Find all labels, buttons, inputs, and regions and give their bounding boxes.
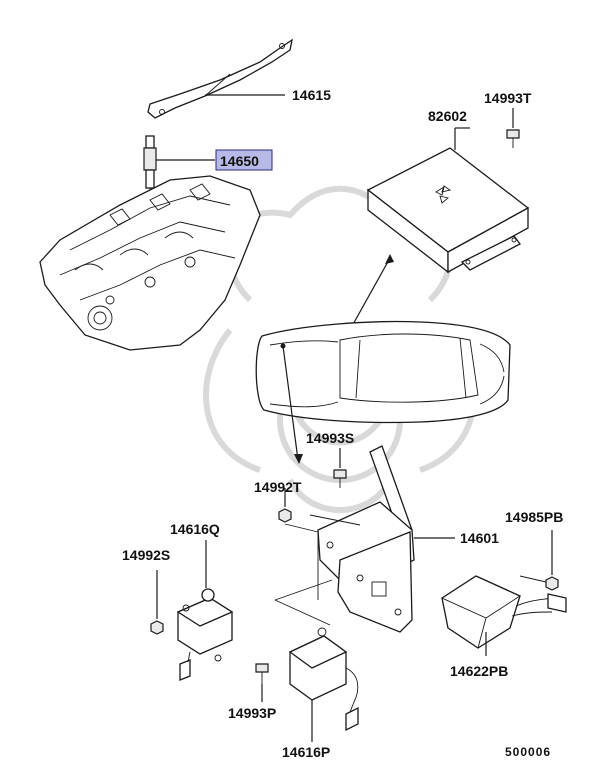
- label-14650[interactable]: 14650: [220, 153, 259, 169]
- label-82602[interactable]: 82602: [428, 108, 467, 124]
- ecu-screw: [506, 108, 520, 148]
- cylinder-head: [39, 175, 261, 351]
- label-14616p[interactable]: 14616P: [282, 744, 330, 760]
- engine-control-unit: [366, 127, 530, 274]
- relay-q-nut: [150, 570, 164, 635]
- bracket-location-arrow: [280, 343, 303, 464]
- glow-relay-q: [176, 540, 234, 681]
- bracket-nut: [278, 488, 292, 523]
- glow-plug-connector-rail: [147, 38, 293, 119]
- label-14985pb[interactable]: 14985PB: [505, 509, 563, 525]
- label-14615[interactable]: 14615: [292, 87, 331, 103]
- connector-nut: [519, 530, 559, 591]
- highlighted-part-box: [215, 149, 273, 171]
- label-14616q[interactable]: 14616Q: [170, 521, 220, 537]
- bracket-screw: [333, 448, 347, 488]
- label-14622pb[interactable]: 14622PB: [450, 663, 508, 679]
- diagram-reference-number: 500006: [505, 745, 551, 759]
- glow-resistor: [441, 575, 567, 656]
- glow-plug: [143, 135, 215, 270]
- label-14993p[interactable]: 14993P: [228, 705, 276, 721]
- bracket-callout-lines: [274, 523, 333, 626]
- label-14993s[interactable]: 14993S: [306, 430, 354, 446]
- relay-p-screw: [255, 663, 269, 702]
- label-14601[interactable]: 14601: [460, 530, 499, 546]
- label-14992t[interactable]: 14992T: [254, 479, 302, 495]
- glow-relay-p: [288, 627, 359, 742]
- label-14993t[interactable]: 14993T: [484, 90, 532, 106]
- relay-bracket: [309, 445, 455, 633]
- vehicle-outline: [255, 320, 511, 424]
- label-14992s[interactable]: 14992S: [122, 547, 170, 563]
